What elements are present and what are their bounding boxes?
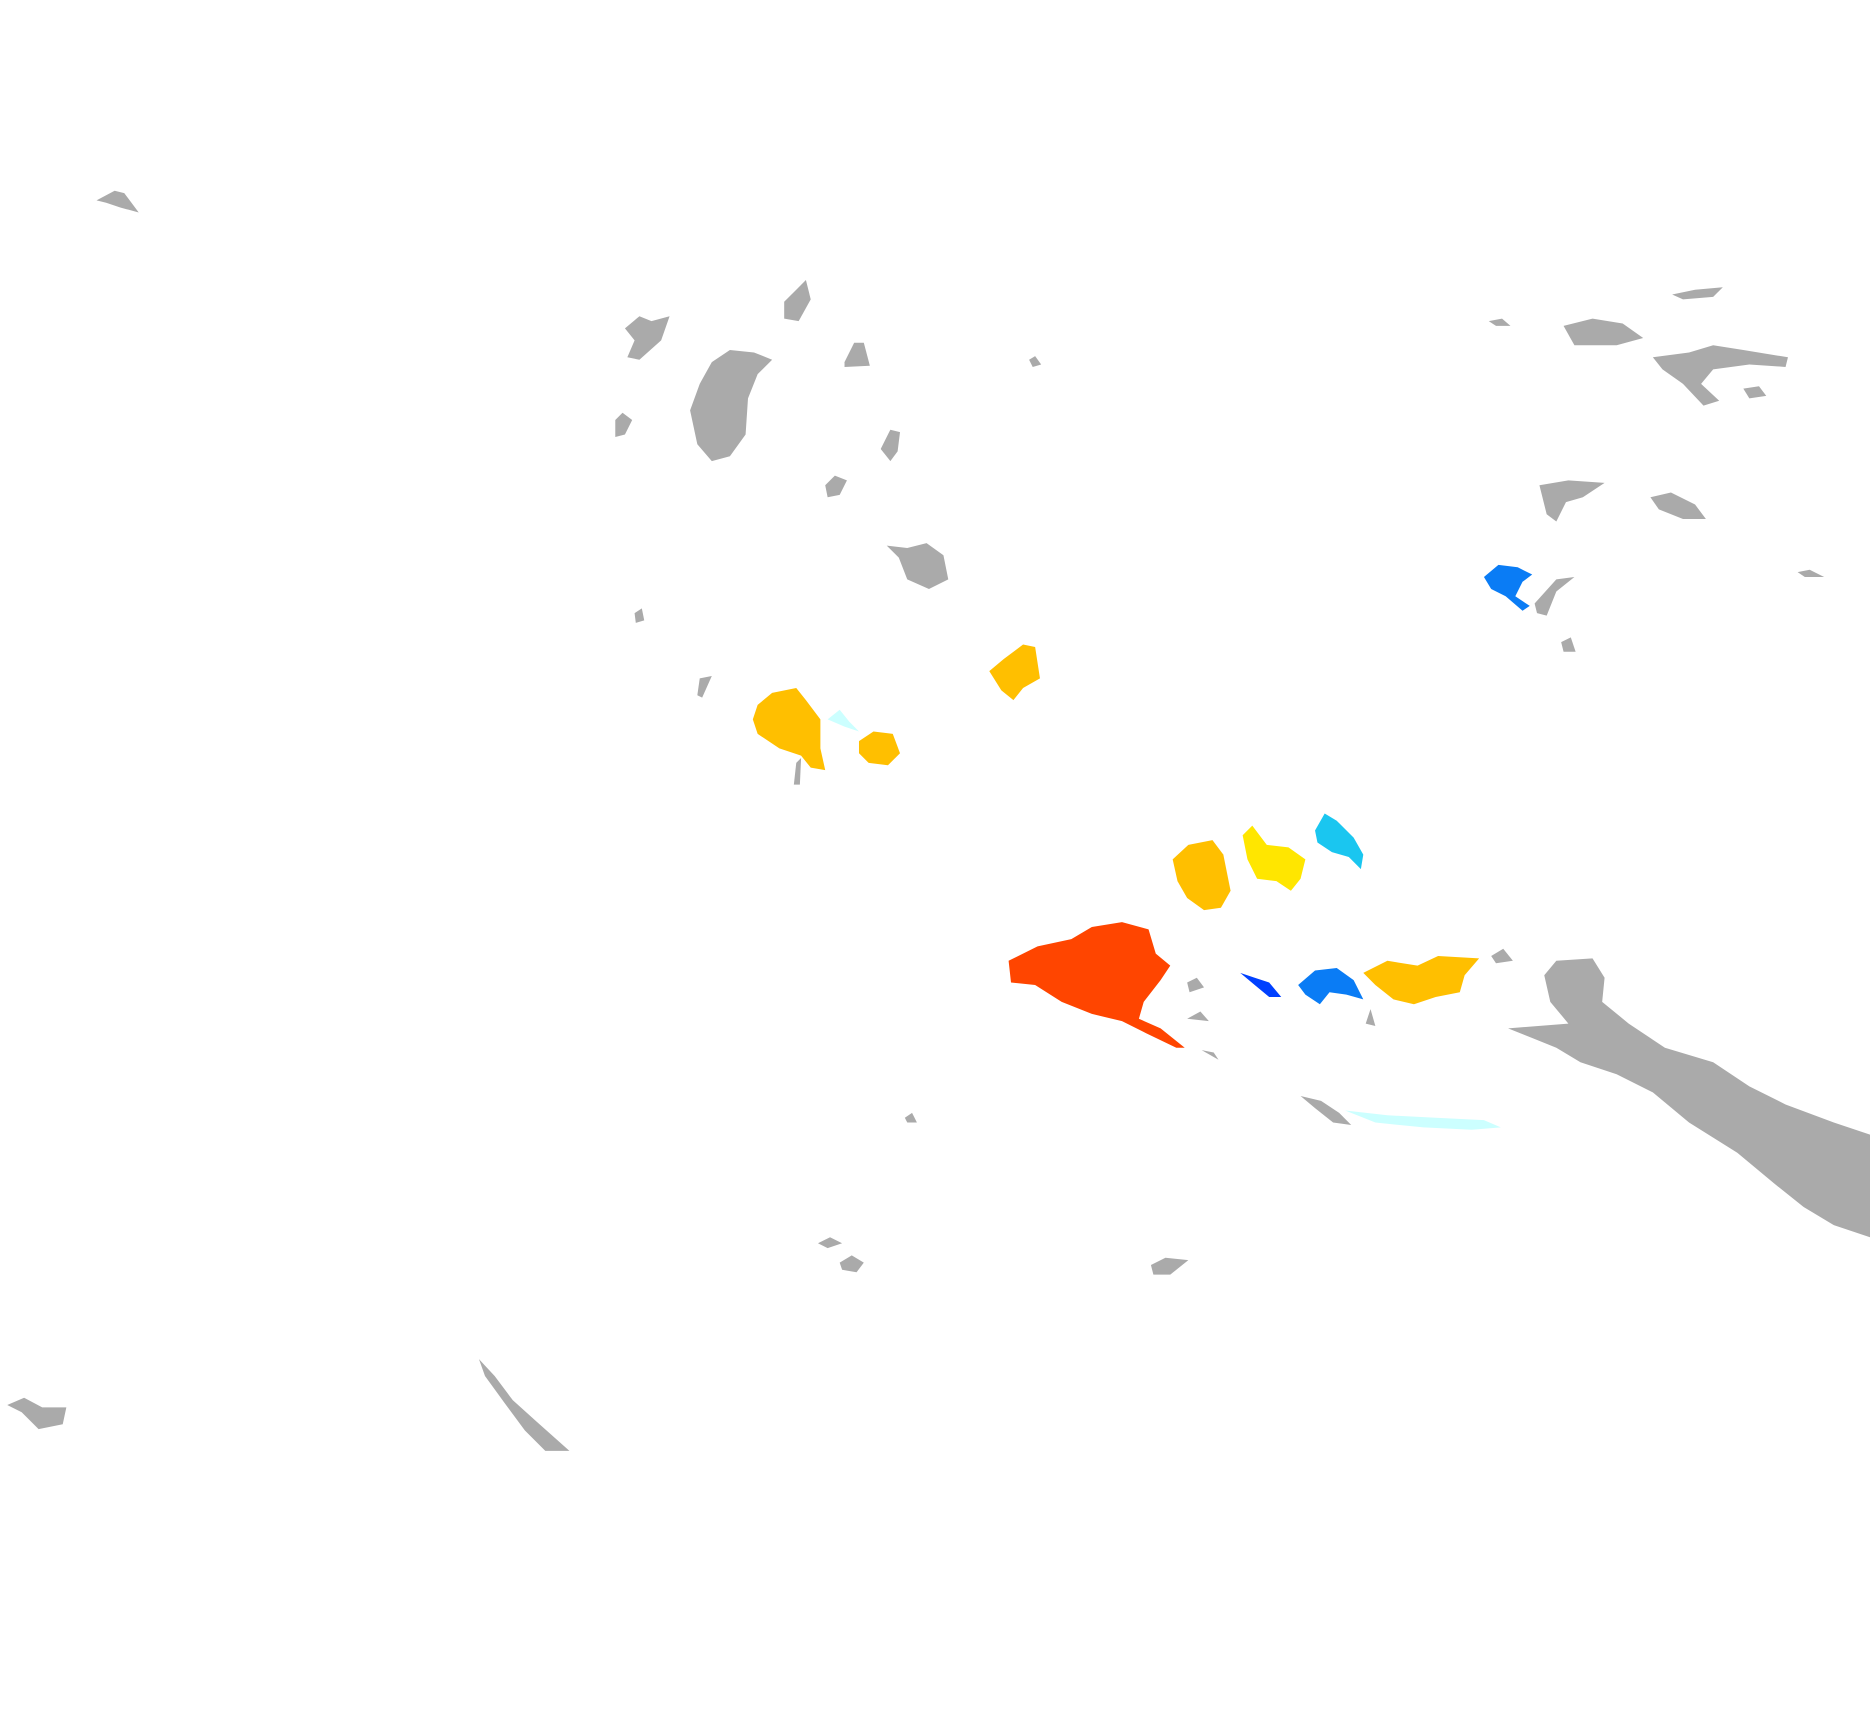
- region[interactable]: [7, 1397, 67, 1430]
- region[interactable]: [96, 190, 139, 213]
- region[interactable]: [1365, 1009, 1376, 1026]
- region[interactable]: [839, 1255, 864, 1273]
- region[interactable]: [1187, 1011, 1209, 1022]
- region[interactable]: [793, 758, 802, 785]
- region[interactable]: [1488, 318, 1511, 326]
- region[interactable]: [1650, 492, 1706, 520]
- region[interactable]: [784, 280, 811, 322]
- region[interactable]: [1561, 637, 1576, 652]
- region-orange[interactable]: [1363, 955, 1480, 1005]
- region[interactable]: [1300, 1095, 1352, 1125]
- region[interactable]: [1187, 977, 1205, 993]
- region[interactable]: [690, 350, 773, 462]
- region-blue[interactable]: [1483, 564, 1533, 611]
- region[interactable]: [1201, 1050, 1219, 1060]
- region[interactable]: [478, 1359, 570, 1451]
- region[interactable]: [624, 316, 670, 360]
- region[interactable]: [1539, 480, 1605, 522]
- region[interactable]: [825, 475, 847, 498]
- region-light-cyan[interactable]: [827, 709, 859, 732]
- region-orange[interactable]: [858, 731, 901, 766]
- region[interactable]: [1743, 386, 1767, 399]
- region-dark-blue[interactable]: [1240, 972, 1282, 998]
- region[interactable]: [1563, 318, 1644, 346]
- region-cyan[interactable]: [1315, 813, 1364, 870]
- region-orange[interactable]: [1172, 840, 1231, 911]
- region[interactable]: [1150, 1257, 1189, 1275]
- region-yellow[interactable]: [1242, 825, 1306, 891]
- region-red[interactable]: [1008, 922, 1185, 1048]
- region[interactable]: [697, 675, 712, 698]
- region[interactable]: [1508, 958, 1870, 1238]
- region-orange[interactable]: [752, 688, 826, 771]
- region[interactable]: [880, 429, 901, 462]
- region[interactable]: [817, 1237, 843, 1249]
- region[interactable]: [634, 608, 645, 623]
- region-light-cyan[interactable]: [1345, 1110, 1501, 1130]
- region[interactable]: [1534, 576, 1575, 616]
- region[interactable]: [886, 543, 949, 590]
- region[interactable]: [1491, 948, 1513, 964]
- region[interactable]: [904, 1112, 917, 1123]
- no-data-regions: [7, 190, 1870, 1451]
- region[interactable]: [1652, 345, 1788, 406]
- region-orange[interactable]: [989, 644, 1040, 701]
- region-blue[interactable]: [1298, 968, 1364, 1005]
- region[interactable]: [1797, 569, 1825, 577]
- region[interactable]: [615, 412, 633, 437]
- data-regions: [752, 564, 1533, 1130]
- region[interactable]: [1029, 356, 1042, 367]
- region[interactable]: [1672, 287, 1723, 300]
- region[interactable]: [844, 342, 870, 367]
